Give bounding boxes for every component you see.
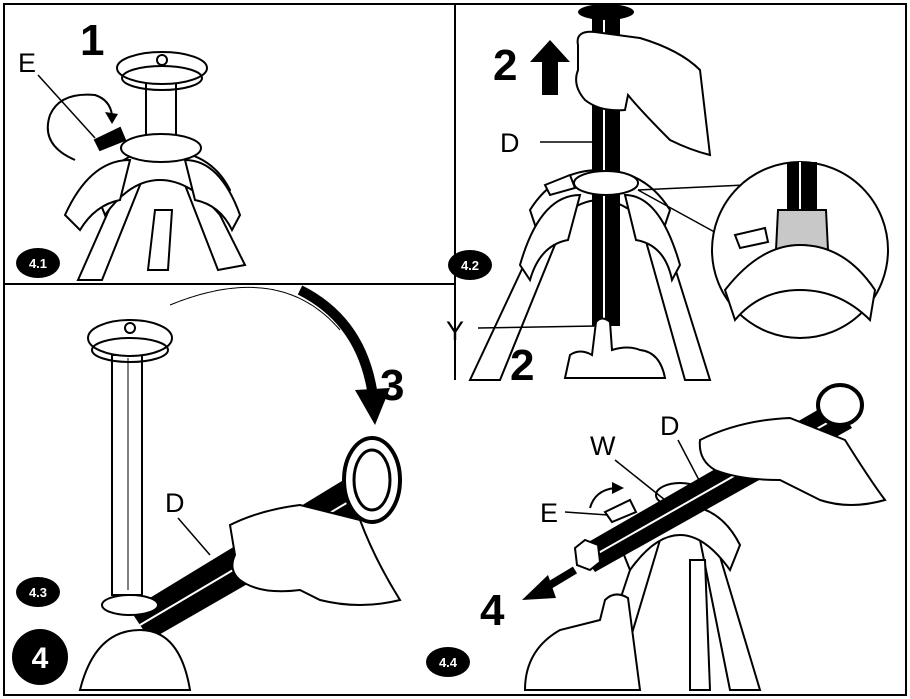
step-number-3: 3 bbox=[380, 361, 404, 410]
lock-knob-e-4-4 bbox=[603, 498, 638, 524]
step-number-4: 4 bbox=[480, 586, 505, 635]
motion-arrowhead-4-3 bbox=[355, 388, 390, 425]
panel-4-3: 3 D 4.3 4 bbox=[12, 285, 404, 691]
lock-knob-4-2 bbox=[543, 173, 577, 197]
zoom-legs-4-2 bbox=[723, 243, 877, 323]
badge-4-2 bbox=[448, 250, 492, 280]
zoom-leader-b bbox=[637, 189, 721, 236]
mounting-screw-4-3 bbox=[124, 322, 136, 334]
step-number-2-bottom: 2 bbox=[510, 341, 534, 390]
label-e-leader-4-1 bbox=[37, 74, 96, 139]
label-d-leader-4-3 bbox=[177, 517, 211, 556]
label-y-leader-4-2 bbox=[477, 325, 597, 329]
top-plate-4-1 bbox=[116, 51, 208, 85]
tripod-collar-4-3 bbox=[101, 594, 159, 616]
column-hex-end-4-4 bbox=[573, 538, 602, 572]
section-badge-4-text: 4 bbox=[32, 642, 49, 675]
step-number-2-top: 2 bbox=[493, 41, 517, 90]
column-vertical-4-3 bbox=[111, 354, 143, 596]
label-w-leader-4-4 bbox=[614, 459, 666, 501]
zoom-knob-4-2 bbox=[733, 226, 770, 250]
badge-4-3-text: 4.3 bbox=[29, 585, 47, 600]
step-number-1: 1 bbox=[80, 16, 104, 65]
column-end-inner-4-3 bbox=[352, 448, 392, 512]
panel-4-1: E 1 4.1 bbox=[16, 16, 247, 281]
up-arrow-4-2 bbox=[530, 40, 570, 95]
hand-bottom-4-2 bbox=[563, 317, 667, 379]
column-end-plate-4-4 bbox=[816, 383, 864, 427]
badge-4-2-text: 4.2 bbox=[461, 258, 479, 273]
hand-top-4-2 bbox=[575, 30, 712, 157]
badge-4-4 bbox=[426, 647, 470, 677]
label-d-4-4: D bbox=[660, 411, 680, 441]
top-plate-base-4-3 bbox=[91, 337, 169, 363]
column-collar-4-1 bbox=[120, 133, 202, 163]
label-d-leader-4-4 bbox=[677, 439, 701, 483]
panel-4-2: 2 2 D Y 4.2 bbox=[446, 4, 889, 390]
badge-4-1 bbox=[16, 248, 60, 278]
rotation-arrowhead-4-1 bbox=[105, 112, 118, 124]
panel-4-4: 4 W D E 4.4 bbox=[426, 383, 887, 691]
zoom-ring-4-2 bbox=[774, 209, 830, 251]
motion-arc-4-3 bbox=[169, 286, 341, 331]
lock-knob-e-4-1 bbox=[93, 126, 127, 152]
column-top-4-2 bbox=[578, 4, 634, 20]
section-badge-4 bbox=[12, 629, 68, 685]
label-e-leader-4-4 bbox=[564, 511, 609, 516]
label-e-4-1: E bbox=[18, 48, 36, 78]
tripod-base-4-3 bbox=[78, 628, 192, 691]
column-collar-4-2 bbox=[573, 170, 639, 196]
hand-bottom-4-4 bbox=[523, 593, 642, 691]
zoom-leader-a bbox=[637, 184, 746, 191]
badge-4-4-text: 4.4 bbox=[439, 655, 458, 670]
pull-arrowhead-4-4 bbox=[522, 575, 556, 600]
badge-4-1-text: 4.1 bbox=[29, 256, 47, 271]
hand-right-4-4 bbox=[698, 416, 887, 506]
rotation-arrow-4-4 bbox=[589, 487, 616, 509]
label-d-4-3: D bbox=[165, 488, 185, 518]
label-d-4-2: D bbox=[500, 128, 520, 158]
label-w-4-4: W bbox=[590, 431, 616, 461]
label-y-4-2: Y bbox=[446, 316, 464, 346]
mounting-screw-4-1 bbox=[156, 54, 168, 66]
badge-4-3 bbox=[16, 577, 60, 607]
motion-arrow-4-3 bbox=[297, 285, 377, 391]
rotation-arrowhead-4-4 bbox=[612, 482, 624, 494]
hand-4-3 bbox=[228, 503, 402, 606]
rotation-arrow-4-1 bbox=[46, 93, 113, 161]
label-e-4-4: E bbox=[540, 498, 558, 528]
